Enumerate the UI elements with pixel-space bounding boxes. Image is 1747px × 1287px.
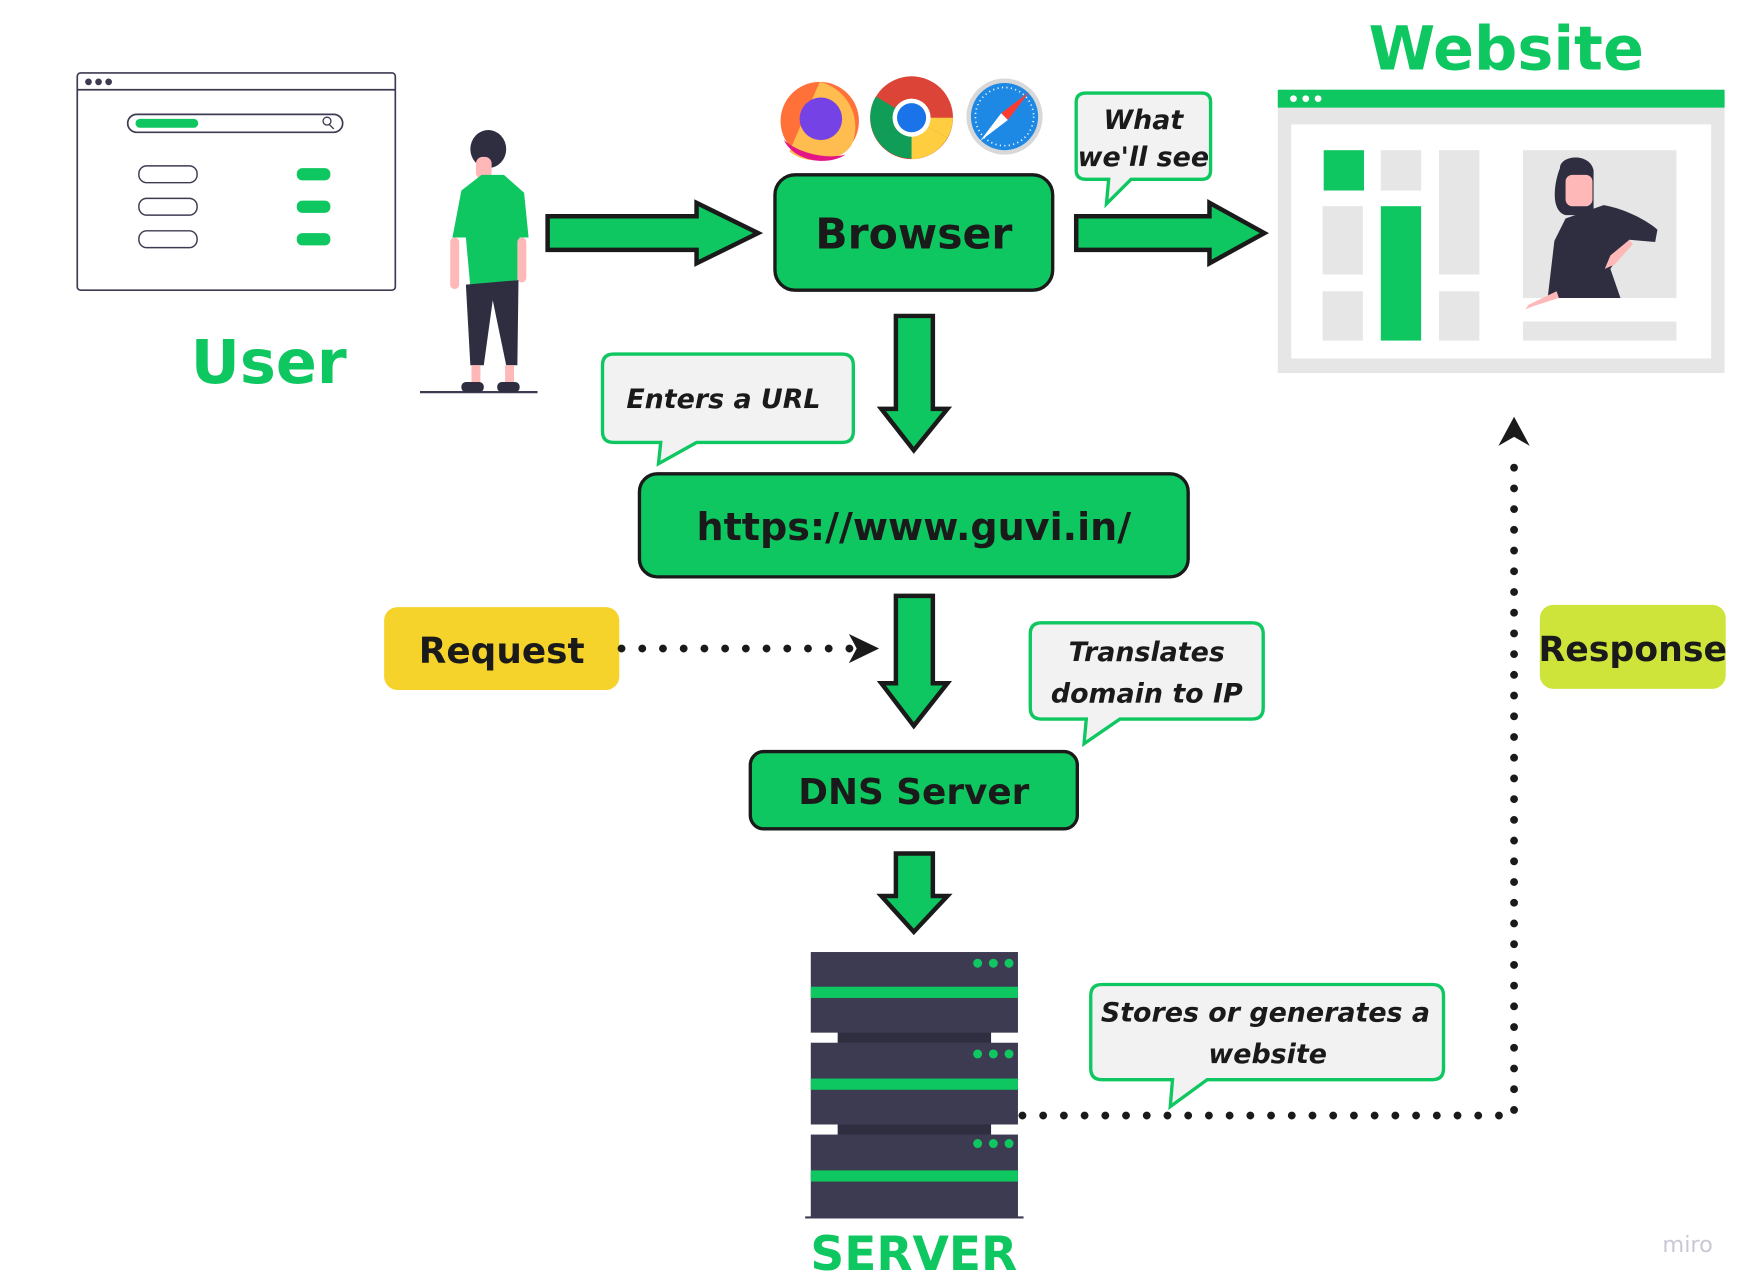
- arrow-url-to-dns: [876, 593, 953, 730]
- callout-line: Translates: [1069, 637, 1225, 668]
- website-title: Website: [1368, 15, 1643, 85]
- callout-what-we-see: What we'll see: [1074, 91, 1213, 209]
- website-mockup-illustration: [1277, 89, 1725, 374]
- callout-line: Stores or generates a: [1101, 997, 1430, 1028]
- request-label: Request: [419, 631, 585, 672]
- browser-mockup-illustration: [76, 72, 397, 292]
- callout-enters-url: Enters a URL: [600, 352, 856, 467]
- response-label: Response: [1539, 630, 1728, 670]
- dns-server-box: DNS Server: [748, 749, 1079, 831]
- request-box: Request: [384, 607, 620, 690]
- arrow-browser-to-url: [876, 313, 953, 454]
- arrow-browser-to-website: [1073, 199, 1269, 268]
- server-illustration: [805, 952, 1024, 1219]
- callout-line: domain to IP: [1051, 678, 1243, 709]
- url-box: https://www.guvi.in/: [637, 472, 1190, 579]
- arrow-dns-to-server: [876, 851, 953, 936]
- chrome-icon: [870, 76, 954, 160]
- callout-line: website: [1208, 1039, 1327, 1070]
- arrow-user-to-browser: [545, 199, 764, 267]
- response-box: Response: [1539, 604, 1728, 689]
- response-arrowhead: [1498, 416, 1530, 446]
- server-title: SERVER: [810, 1227, 1017, 1282]
- callout-line: What: [1104, 105, 1185, 136]
- dns-label: DNS Server: [798, 772, 1029, 813]
- callout-line: we'll see: [1078, 142, 1209, 173]
- firefox-icon: [780, 81, 859, 161]
- response-dotted-arrow: [1018, 444, 1518, 1120]
- user-title: User: [191, 328, 347, 398]
- callout-text: Enters a URL: [626, 384, 820, 415]
- miro-watermark: miro: [1662, 1232, 1712, 1258]
- callout-translates: Translates domain to IP: [1028, 621, 1265, 748]
- browser-box: Browser: [773, 173, 1055, 292]
- url-label: https://www.guvi.in/: [696, 505, 1131, 549]
- person-illustration: [419, 130, 538, 394]
- browser-label: Browser: [815, 211, 1012, 260]
- callout-stores: Stores or generates a website: [1089, 982, 1446, 1111]
- request-arrowhead: [848, 633, 880, 664]
- safari-icon: [966, 78, 1043, 155]
